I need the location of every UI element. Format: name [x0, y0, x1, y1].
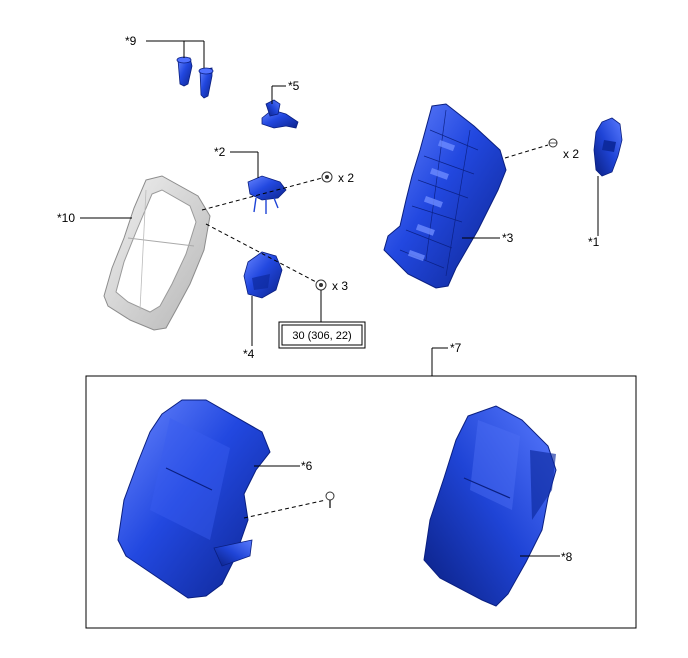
- torque-box: 30 (306, 22): [278, 290, 366, 349]
- leader-p5: [271, 85, 286, 104]
- callout-label-p7: *7: [450, 341, 462, 355]
- callout-label-p9: *9: [125, 34, 137, 48]
- assembly-box: [85, 375, 637, 629]
- pin-parts: [176, 56, 214, 99]
- callout-label-p1: *1: [588, 235, 600, 249]
- clip-part: [261, 99, 299, 129]
- quantity-p4: x 3: [332, 279, 348, 293]
- seat-cushion-right: [423, 405, 557, 607]
- quantity-p2: x 2: [338, 171, 354, 185]
- bracket-part: [247, 175, 287, 214]
- callout-label-p8: *8: [561, 550, 573, 564]
- callout-label-p2: *2: [214, 145, 226, 159]
- quantity-p3: x 2: [563, 147, 579, 161]
- seat-cushion-left: [117, 399, 271, 599]
- seatback-frame: [103, 175, 211, 331]
- callout-label-p6: *6: [301, 459, 313, 473]
- leader-p2: [230, 151, 259, 178]
- callout-label-p10: *10: [57, 211, 75, 225]
- screw-p3: [504, 138, 558, 159]
- leader-p7: [431, 347, 448, 376]
- cover-panel: [383, 103, 507, 289]
- leader-p9: [146, 40, 205, 68]
- callout-label-p4: *4: [243, 347, 255, 361]
- screw-p6: [243, 491, 335, 519]
- callout-label-p3: *3: [502, 231, 514, 245]
- screw-p2: [201, 171, 333, 211]
- small-cover: [593, 117, 623, 177]
- callout-label-p5: *5: [288, 79, 300, 93]
- torque-value: 30 (306, 22): [292, 330, 351, 342]
- lower-bracket: [243, 251, 283, 299]
